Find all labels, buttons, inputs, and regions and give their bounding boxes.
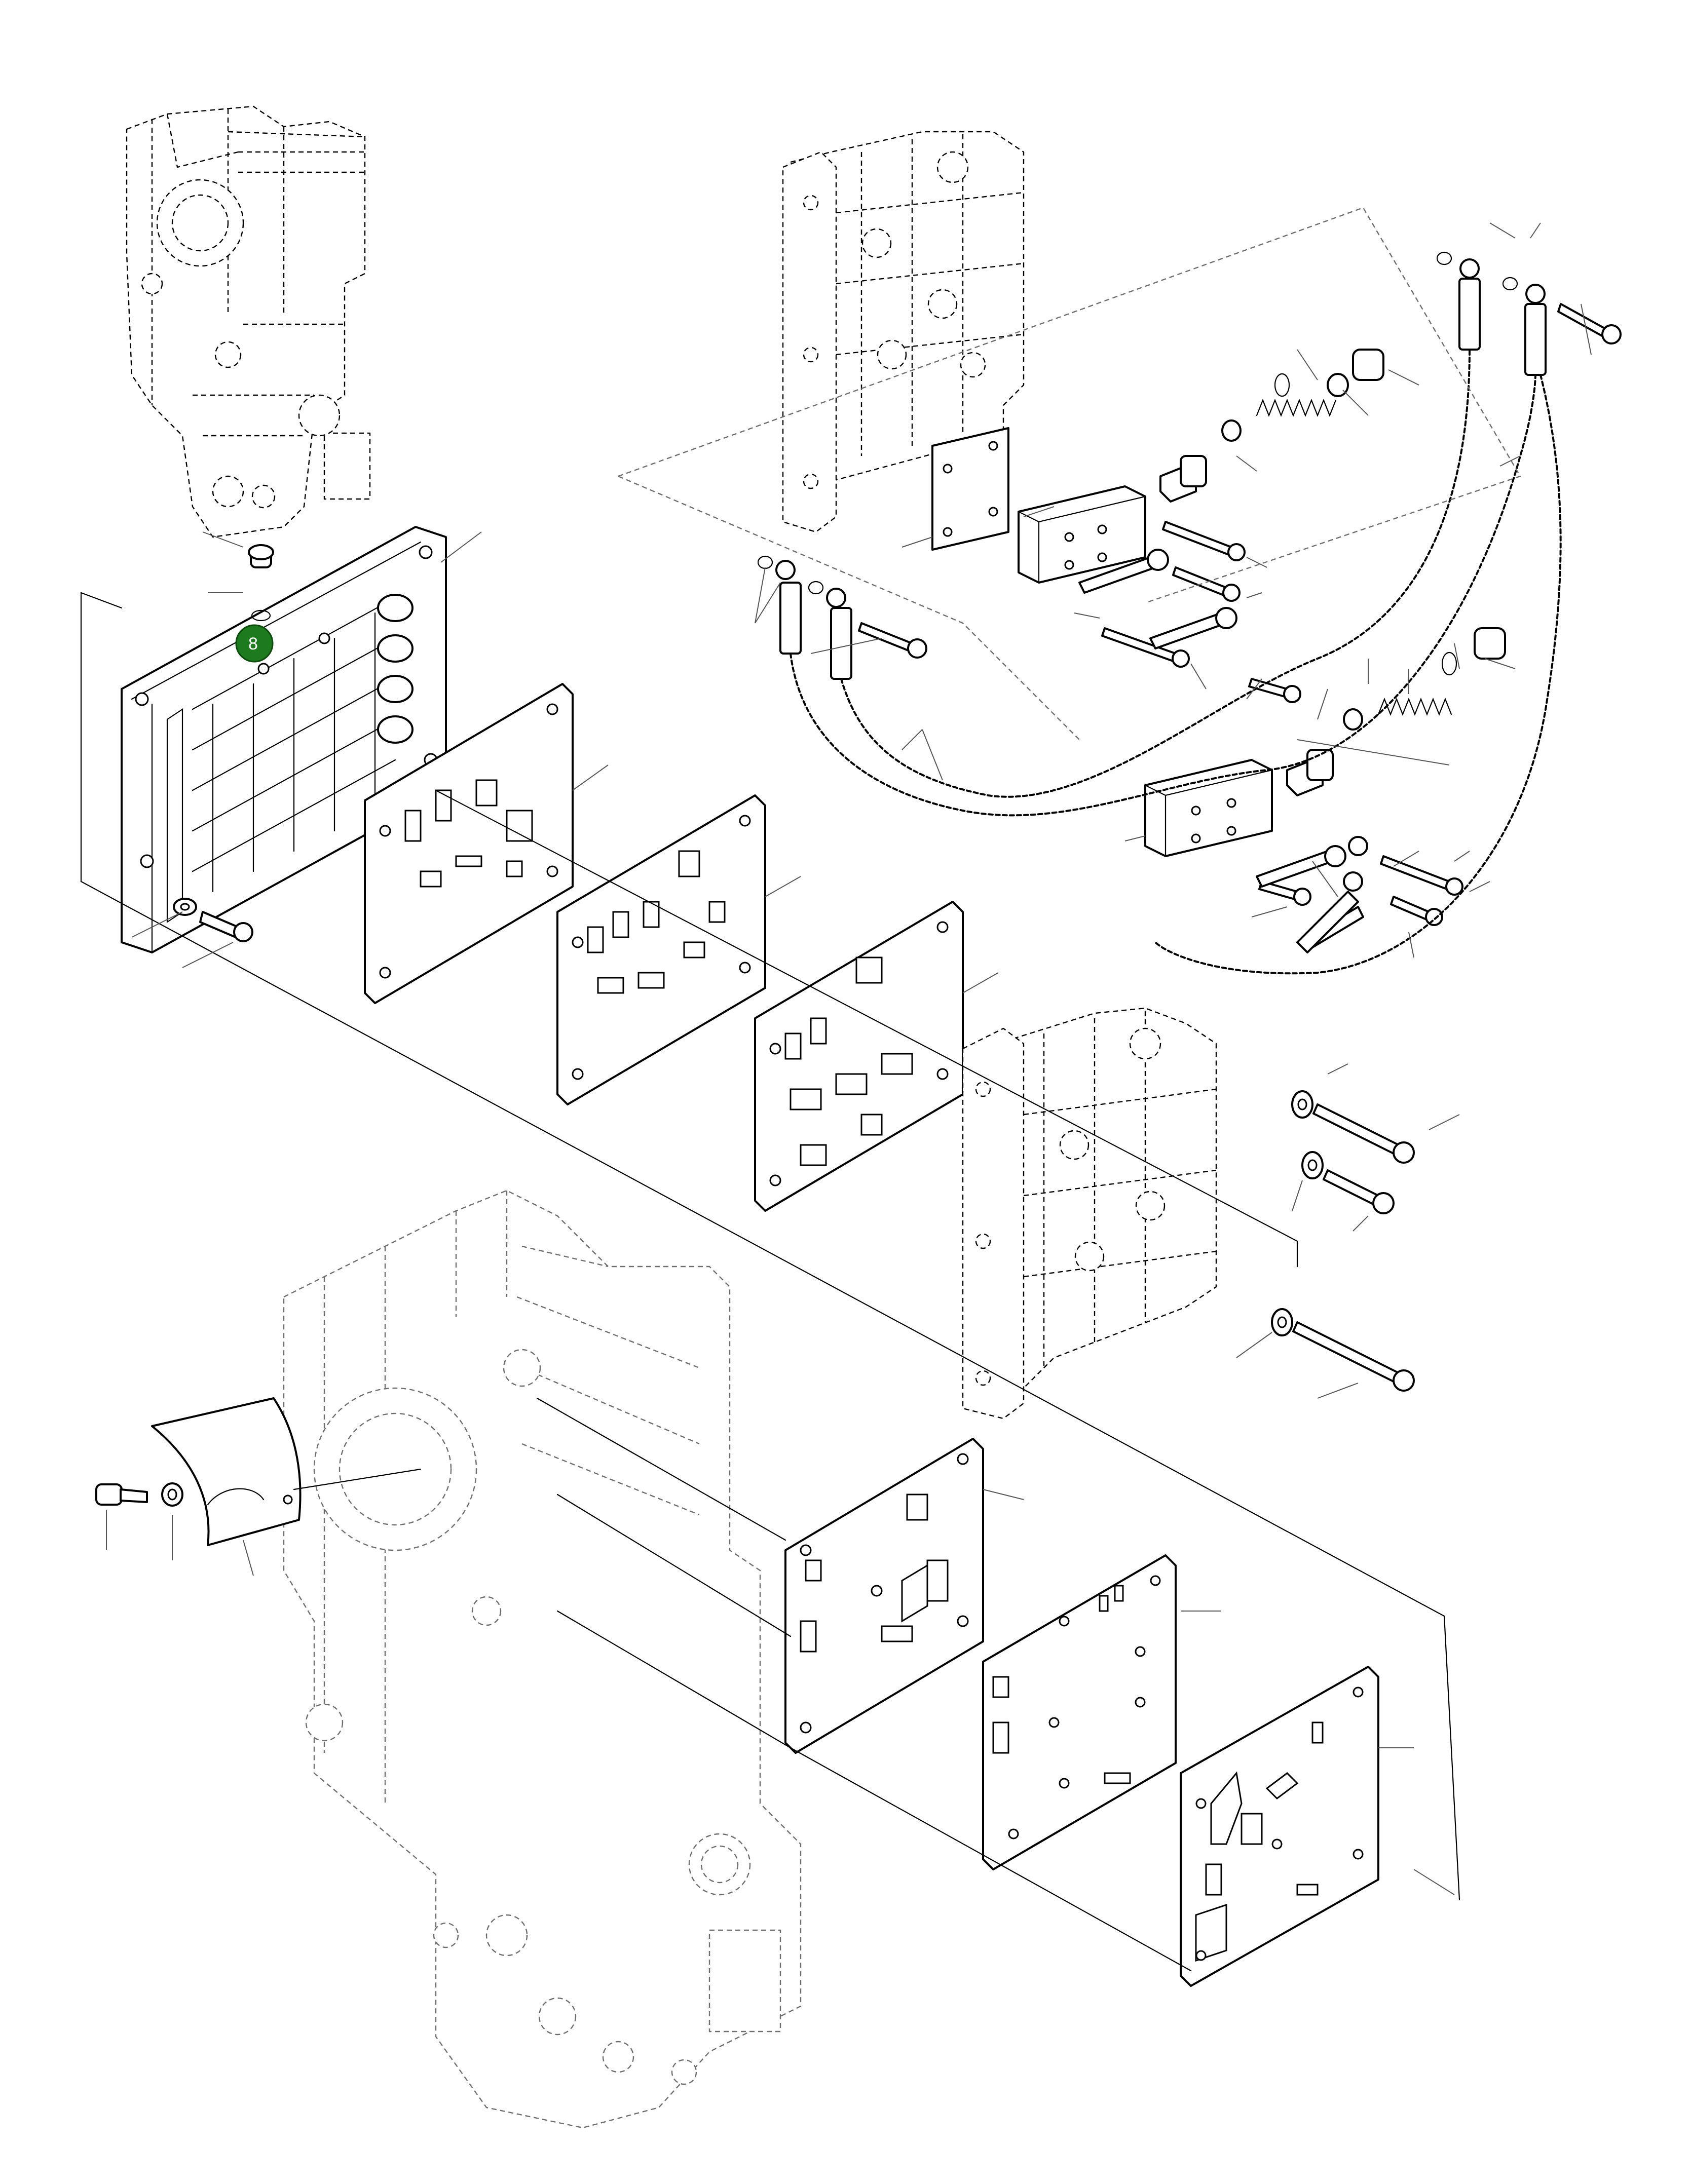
gasket-2 — [556, 794, 766, 1105]
spool-lower — [1286, 749, 1334, 796]
callout-8-circle[interactable] — [235, 624, 274, 663]
valve-block-upper — [1018, 485, 1146, 584]
cover-plate-small — [931, 427, 1009, 551]
leader-lines — [106, 222, 1592, 1895]
transmission-housing-top-view — [126, 105, 371, 538]
assembly-frame-upper — [618, 207, 1521, 740]
plug-upper — [1221, 349, 1384, 442]
connector-tube-upper — [1078, 549, 1237, 649]
bolt-washer-plate — [173, 898, 253, 942]
spring-lower — [1377, 698, 1452, 716]
gasket-3 — [754, 901, 964, 1212]
control-valve-plate — [121, 526, 447, 953]
valve-block-lower — [1144, 759, 1273, 857]
cover-plate-curved — [151, 1397, 302, 1546]
spring-upper — [1256, 399, 1337, 417]
bolts-valve-blocks — [858, 303, 1622, 926]
transmission-housing-main — [283, 1190, 802, 2129]
assembly-lines — [80, 592, 1460, 1972]
gasket-1 — [364, 683, 574, 1004]
callout-8-label: 8 — [248, 634, 258, 654]
wiring-harness — [790, 349, 1562, 975]
harness-connector-left — [757, 555, 852, 680]
valve-body-top — [782, 131, 1025, 533]
plug-lower — [1343, 627, 1506, 731]
bolts-middle-right — [1271, 1090, 1415, 1392]
plug-top-plate — [248, 544, 274, 622]
spool-upper — [1159, 455, 1207, 503]
gasket-4 — [784, 1438, 984, 1754]
gasket-6 — [1180, 1666, 1379, 1987]
harness-connector-bottom — [1296, 836, 1368, 953]
callout-8[interactable]: 8 — [235, 624, 274, 663]
valve-body-middle — [962, 1007, 1217, 1420]
gasket-5 — [982, 1554, 1177, 1870]
harness-connector-right — [1436, 251, 1547, 376]
bolt-washer-cover — [95, 1482, 183, 1507]
